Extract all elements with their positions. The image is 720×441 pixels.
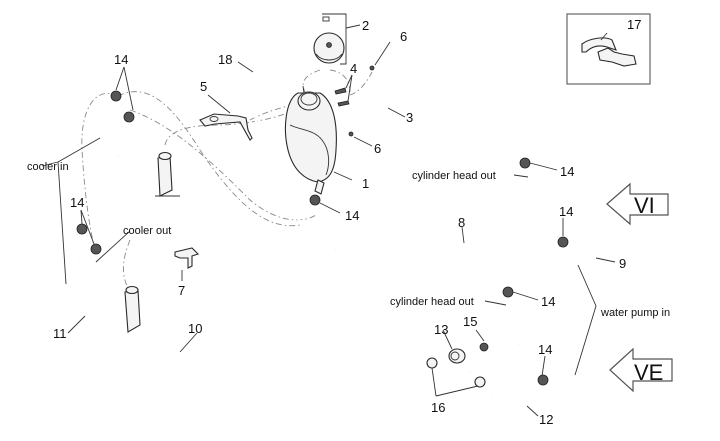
part-number-8: 8 <box>458 215 465 230</box>
part-number-2: 2 <box>362 18 369 33</box>
thermostat-13[interactable] <box>448 348 466 364</box>
view-arrow-vi: VI <box>606 182 669 226</box>
part-number-14: 14 <box>114 52 128 67</box>
hose-8-9[interactable] <box>116 119 595 292</box>
hose-18[interactable] <box>253 16 336 252</box>
bracket-7[interactable] <box>174 247 200 269</box>
clamp-14[interactable] <box>519 157 531 169</box>
hose-3[interactable] <box>348 48 395 137</box>
part-number-14: 14 <box>559 204 573 219</box>
bracket-5[interactable] <box>199 113 253 141</box>
clip-17-box[interactable] <box>566 13 651 85</box>
part-number-9: 9 <box>619 256 626 271</box>
hose-10-11[interactable] <box>60 260 522 431</box>
clamp-14[interactable] <box>502 286 514 298</box>
part-number-6: 6 <box>400 29 407 44</box>
part-number-14: 14 <box>538 342 552 357</box>
clamps-16[interactable] <box>426 357 486 388</box>
part-number-6: 6 <box>374 141 381 156</box>
part-number-17: 17 <box>627 17 641 32</box>
cooler-in-hoses[interactable] <box>101 111 120 159</box>
flow-labels: cooler in cooler out cylinder head out c… <box>27 161 670 319</box>
part-number-14: 14 <box>541 294 555 309</box>
clamp-6-upper <box>369 65 375 71</box>
part-number-5: 5 <box>200 79 207 94</box>
clamp-14[interactable] <box>76 223 88 235</box>
part-number-callouts: 14 14 18 5 2 4 6 3 6 1 14 17 14 14 8 9 7… <box>53 17 641 427</box>
part-number-11: 11 <box>53 326 67 341</box>
part-number-3: 3 <box>406 110 413 125</box>
hose-clamps-14[interactable] <box>76 90 569 386</box>
part-number-13: 13 <box>434 322 448 337</box>
clamp-14[interactable] <box>110 90 122 102</box>
clip-icon <box>322 16 330 22</box>
part-number-18: 18 <box>218 52 232 67</box>
part-number-4: 4 <box>350 61 357 76</box>
part-number-10: 10 <box>188 321 202 336</box>
leader-lines <box>41 24 616 417</box>
clamp-14[interactable] <box>537 374 549 386</box>
label-cooler-in: cooler in <box>27 161 69 173</box>
clamp-14[interactable] <box>90 243 102 255</box>
view-arrow-ve-label: VE <box>634 360 663 385</box>
clamp-15[interactable] <box>479 342 489 352</box>
part-number-14: 14 <box>560 164 574 179</box>
part-number-15: 15 <box>463 314 477 329</box>
part-number-7: 7 <box>178 283 185 298</box>
view-arrow-ve: VE <box>609 347 673 393</box>
cap-2[interactable] <box>313 13 347 65</box>
label-cooler-out: cooler out <box>123 225 171 237</box>
clamp-14[interactable] <box>557 236 569 248</box>
clamp-14[interactable] <box>123 111 135 123</box>
label-cylinder-head-out-lower: cylinder head out <box>390 296 474 308</box>
expansion-tank-1[interactable] <box>284 85 337 195</box>
clamp-6-lower <box>348 131 354 137</box>
part-number-1: 1 <box>362 176 369 191</box>
part-number-16: 16 <box>431 400 445 415</box>
label-water-pump-in: water pump in <box>600 307 670 319</box>
screws-4[interactable] <box>334 87 350 107</box>
part-number-14: 14 <box>70 195 84 210</box>
part-number-14: 14 <box>345 208 359 223</box>
hose-12[interactable] <box>469 299 570 409</box>
clamp-14[interactable] <box>309 194 321 206</box>
label-cylinder-head-out-upper: cylinder head out <box>412 170 496 182</box>
view-arrow-vi-label: VI <box>634 193 655 218</box>
part-number-12: 12 <box>539 412 553 427</box>
